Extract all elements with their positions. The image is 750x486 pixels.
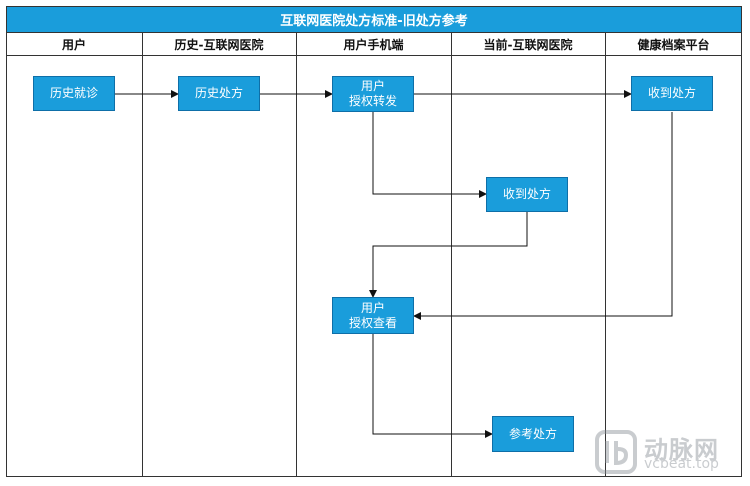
lane-divider <box>605 33 606 477</box>
lane-header-health-record-platform: 健康档案平台 <box>605 33 742 56</box>
arrow-authorize-to-current-hospital <box>372 112 487 198</box>
watermark-domain: vcbeat.top <box>644 456 719 472</box>
lane-divider <box>296 33 297 477</box>
brand-logo-icon <box>595 430 637 474</box>
watermark-brand: 动脉网 <box>644 436 719 464</box>
arrow-view-to-reference <box>372 334 493 438</box>
node-current-hospital-received: 收到处方 <box>486 177 568 212</box>
node-reference-prescription: 参考处方 <box>492 416 574 452</box>
diagram-title: 互联网医院处方标准-旧处方参考 <box>6 6 742 33</box>
lane-divider <box>142 33 143 477</box>
node-history-visit: 历史就诊 <box>33 76 115 111</box>
node-history-prescription: 历史处方 <box>178 76 260 111</box>
node-user-authorize-forward: 用户 授权转发 <box>332 76 414 112</box>
lane-header-history-hospital: 历史-互联网医院 <box>142 33 296 56</box>
lane-header-user: 用户 <box>6 33 142 56</box>
node-health-platform-received: 收到处方 <box>631 76 713 111</box>
arrow-health-platform-to-view <box>413 112 673 320</box>
lane-header-user-mobile: 用户手机端 <box>296 33 451 56</box>
node-user-authorize-view: 用户 授权查看 <box>332 297 414 334</box>
lane-divider <box>451 33 452 477</box>
lane-header-current-hospital: 当前-互联网医院 <box>451 33 605 56</box>
arrow-current-received-to-view <box>369 212 528 298</box>
watermark-logo: 动脉网 vcbeat.top <box>592 428 742 476</box>
